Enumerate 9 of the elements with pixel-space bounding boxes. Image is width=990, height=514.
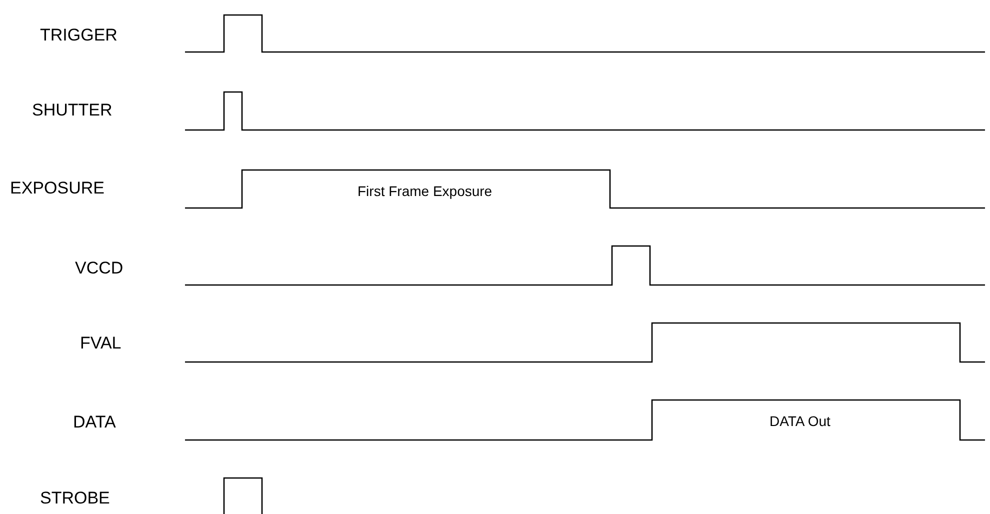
signal-name: VCCD [75,260,124,276]
signal-name: SHUTTER [32,102,112,118]
phase-label: DATA Out [770,414,830,428]
signal-name: DATA [73,414,116,430]
signal-name: TRIGGER [40,26,118,44]
signal-name: EXPOSURE [10,180,104,196]
signal-name: STROBE [40,490,110,506]
phase-label: First Frame Exposure [358,184,492,198]
signal-name: FVAL [80,334,122,352]
